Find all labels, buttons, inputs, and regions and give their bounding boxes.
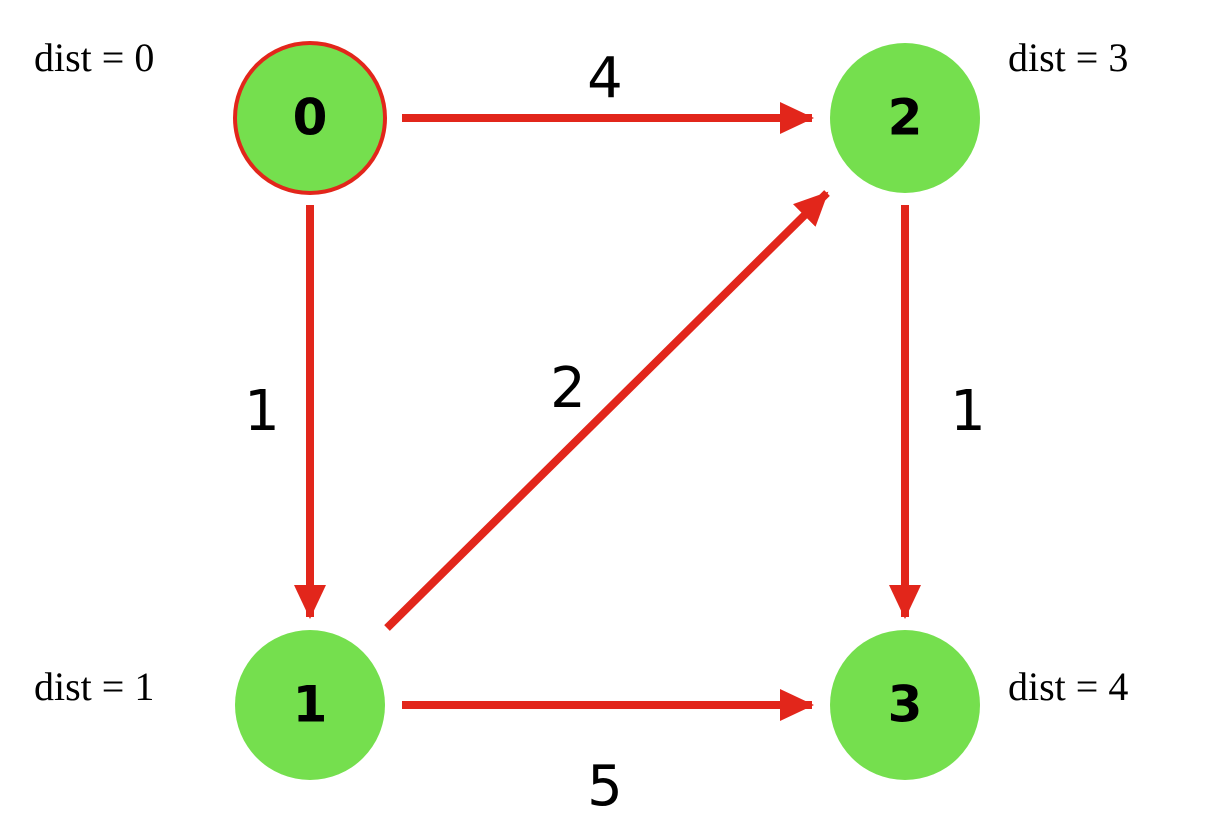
edge-weight-0-to-2: 4 <box>587 46 623 111</box>
dist-label-node-2: dist = 3 <box>1008 35 1129 80</box>
node-circle-1 <box>235 630 385 780</box>
edge-weight-0-to-1: 1 <box>244 379 280 444</box>
node-label-0: 0 <box>293 89 328 147</box>
node-circle-0 <box>233 41 387 195</box>
node-circle-2 <box>830 43 980 193</box>
node-label-1: 1 <box>293 676 328 734</box>
dist-label-node-1: dist = 1 <box>34 664 155 709</box>
edge-weights-layer: 4 1 2 1 5 <box>244 46 986 818</box>
dist-label-node-0: dist = 0 <box>34 35 155 80</box>
node-label-2: 2 <box>888 89 923 147</box>
node-2: 2 <box>830 43 980 193</box>
edge-weight-2-to-3: 1 <box>950 379 986 444</box>
edge-weight-1-to-3: 5 <box>587 754 623 818</box>
edge-weight-1-to-2: 2 <box>550 356 586 421</box>
node-3: 3 <box>830 630 980 780</box>
node-1: 1 <box>235 630 385 780</box>
edges-layer <box>294 102 921 721</box>
nodes-layer: 0 1 2 3 <box>233 41 980 780</box>
node-label-3: 3 <box>888 676 923 734</box>
node-circle-3 <box>830 630 980 780</box>
dist-label-node-3: dist = 4 <box>1008 664 1129 709</box>
edge-1-to-2 <box>384 190 830 631</box>
node-0: 0 <box>233 41 387 195</box>
